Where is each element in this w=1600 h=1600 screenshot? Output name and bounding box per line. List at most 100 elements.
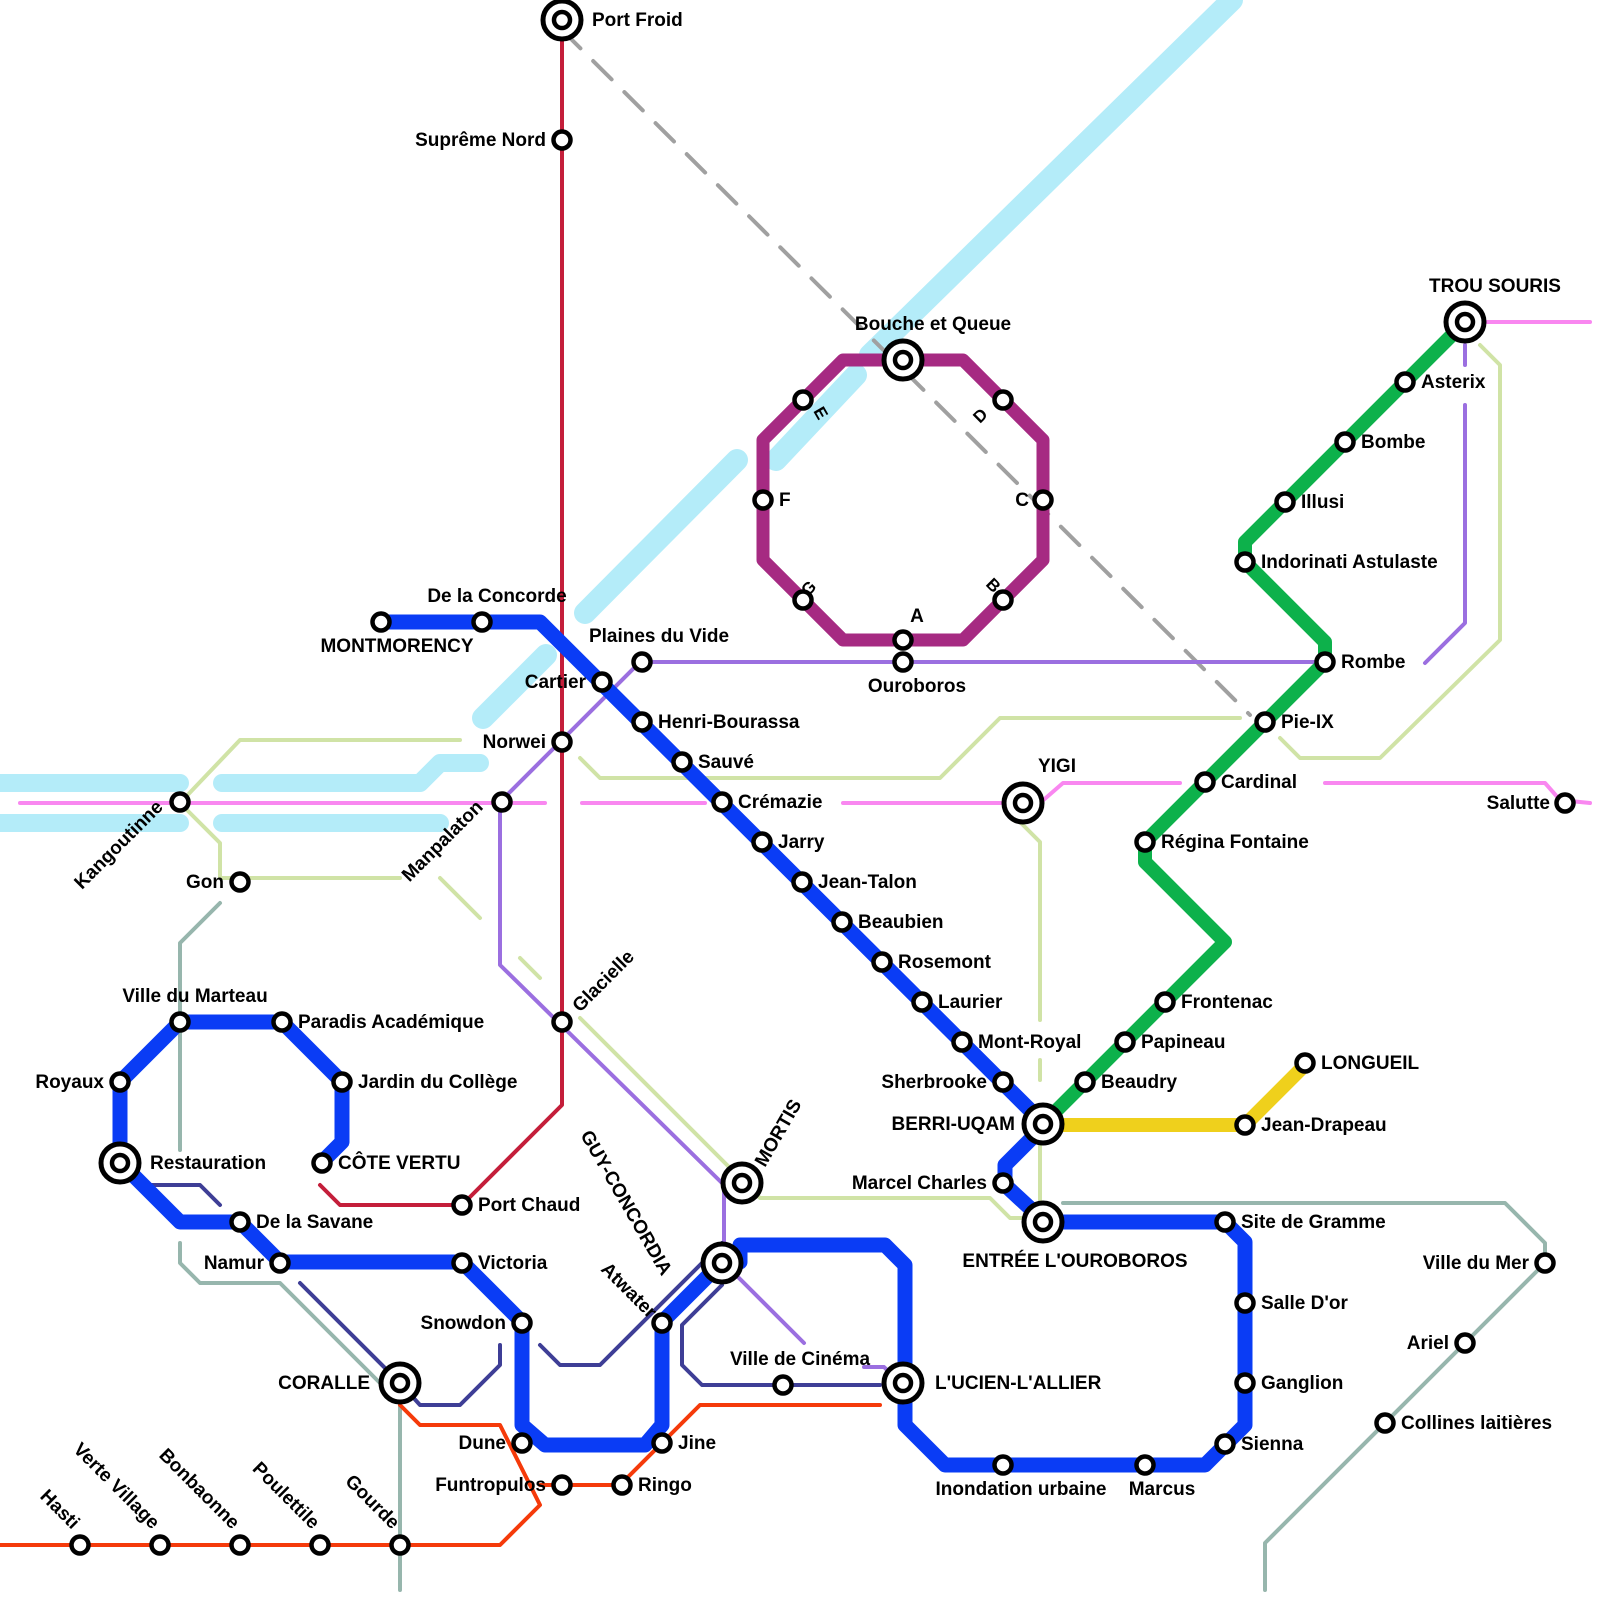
station-victoria[interactable] xyxy=(451,1252,473,1274)
station-illusi[interactable] xyxy=(1274,491,1296,513)
station-longueil[interactable] xyxy=(1294,1052,1316,1074)
purple-line-east-b xyxy=(1423,403,1467,665)
station-port-froid[interactable] xyxy=(540,0,584,42)
station-coralle[interactable] xyxy=(378,1361,422,1405)
station-indorinati[interactable] xyxy=(1234,551,1256,573)
station-bouche-et-queue[interactable] xyxy=(881,338,925,382)
station-regina[interactable] xyxy=(1134,831,1156,853)
station-hasti[interactable] xyxy=(69,1534,91,1556)
station-kangoutinne[interactable] xyxy=(169,791,191,813)
station-royaux[interactable] xyxy=(109,1071,131,1093)
station-atwater[interactable] xyxy=(651,1312,673,1334)
station-jean-talon[interactable] xyxy=(791,871,813,893)
station-asterix[interactable] xyxy=(1394,371,1416,393)
station-de-la-concorde[interactable] xyxy=(471,611,493,633)
station-ring-c[interactable] xyxy=(1032,489,1054,511)
station-cardinal[interactable] xyxy=(1194,771,1216,793)
station-ariel[interactable] xyxy=(1454,1332,1476,1354)
station-ring-g[interactable] xyxy=(792,589,814,611)
station-bombe[interactable] xyxy=(1334,431,1356,453)
station-dune[interactable] xyxy=(511,1432,533,1454)
station-yigi[interactable] xyxy=(1001,781,1045,825)
station-glacielle[interactable] xyxy=(551,1011,573,1033)
station-salle-dor[interactable] xyxy=(1234,1292,1256,1314)
station-funtropulos[interactable] xyxy=(551,1474,573,1496)
station-collines[interactable] xyxy=(1374,1412,1396,1434)
station-mortis[interactable] xyxy=(720,1161,764,1205)
station-site-de-gramme[interactable] xyxy=(1214,1211,1236,1233)
station-lucien-lallier[interactable] xyxy=(881,1361,925,1405)
stations-layer xyxy=(69,0,1576,1556)
label-cremazie: Crémazie xyxy=(738,792,823,813)
station-ring-b[interactable] xyxy=(992,589,1014,611)
station-cremazie[interactable] xyxy=(711,791,733,813)
station-rosemont[interactable] xyxy=(871,951,893,973)
station-poulettile[interactable] xyxy=(309,1534,331,1556)
station-ring-d[interactable] xyxy=(992,389,1014,411)
station-berri-uqam[interactable] xyxy=(1021,1102,1065,1146)
label-guy-concordia: GUY-CONCORDIA xyxy=(576,1127,676,1279)
station-port-chaud[interactable] xyxy=(451,1194,473,1216)
station-gourde[interactable] xyxy=(389,1534,411,1556)
station-bonbaonne[interactable] xyxy=(229,1534,251,1556)
station-verte-village[interactable] xyxy=(149,1534,171,1556)
station-ville-du-marteau[interactable] xyxy=(169,1011,191,1033)
station-norwei[interactable] xyxy=(551,731,573,753)
label-frontenac: Frontenac xyxy=(1181,992,1273,1013)
station-ring-a[interactable] xyxy=(892,629,914,651)
station-pie-ix[interactable] xyxy=(1254,711,1276,733)
station-inondation[interactable] xyxy=(992,1454,1014,1476)
station-jarry[interactable] xyxy=(751,831,773,853)
lime-line-diag-c xyxy=(578,1016,1042,1220)
station-entree-ouroboros[interactable] xyxy=(1021,1200,1065,1244)
station-cartier[interactable] xyxy=(591,671,613,693)
grey-teal-line-coralle xyxy=(178,1241,402,1592)
label-sherbrooke: Sherbrooke xyxy=(881,1072,987,1093)
station-cote-vertu[interactable] xyxy=(311,1152,333,1174)
station-de-la-savane[interactable] xyxy=(229,1211,251,1233)
station-beaudry[interactable] xyxy=(1074,1071,1096,1093)
station-rombe[interactable] xyxy=(1314,651,1336,673)
label-papineau: Papineau xyxy=(1141,1032,1225,1053)
station-jardin[interactable] xyxy=(331,1071,353,1093)
station-marcel-charles[interactable] xyxy=(992,1172,1014,1194)
label-berri-uqam: BERRI-UQAM xyxy=(892,1114,1016,1135)
station-papineau[interactable] xyxy=(1114,1031,1136,1053)
station-ring-e[interactable] xyxy=(792,389,814,411)
station-manpalaton[interactable] xyxy=(491,791,513,813)
station-sherbrooke[interactable] xyxy=(992,1071,1014,1093)
station-ring-f[interactable] xyxy=(752,489,774,511)
station-ville-de-cinema[interactable] xyxy=(772,1374,794,1396)
station-plaines-du-vide[interactable] xyxy=(631,651,653,673)
station-guy-concordia[interactable] xyxy=(700,1241,744,1285)
station-montmorency[interactable] xyxy=(370,611,392,633)
station-mont-royal[interactable] xyxy=(951,1031,973,1053)
station-laurier[interactable] xyxy=(911,991,933,1013)
station-sienna[interactable] xyxy=(1214,1433,1236,1455)
label-mont-royal: Mont-Royal xyxy=(978,1032,1081,1053)
station-namur[interactable] xyxy=(269,1252,291,1274)
station-snowdon[interactable] xyxy=(511,1312,533,1334)
station-gon[interactable] xyxy=(229,871,251,893)
station-paradis[interactable] xyxy=(271,1011,293,1033)
label-funtropulos: Funtropulos xyxy=(435,1475,546,1496)
station-ville-du-mer[interactable] xyxy=(1534,1252,1556,1274)
station-beaubien[interactable] xyxy=(831,911,853,933)
station-jine[interactable] xyxy=(651,1432,673,1454)
station-henri-bourassa[interactable] xyxy=(631,711,653,733)
station-ganglion[interactable] xyxy=(1234,1372,1256,1394)
station-marcus[interactable] xyxy=(1134,1454,1156,1476)
label-henri-bourassa: Henri-Bourassa xyxy=(658,712,800,733)
station-jean-drapeau[interactable] xyxy=(1234,1114,1256,1136)
station-ringo[interactable] xyxy=(611,1474,633,1496)
station-sauve[interactable] xyxy=(671,751,693,773)
station-ouroboros[interactable] xyxy=(892,651,914,673)
station-restauration[interactable] xyxy=(98,1141,142,1185)
station-trou-souris[interactable] xyxy=(1443,300,1487,344)
label-lucien-lallier: L'UCIEN-L'ALLIER xyxy=(935,1373,1102,1394)
station-frontenac[interactable] xyxy=(1154,991,1176,1013)
station-salutte[interactable] xyxy=(1554,792,1576,814)
label-asterix: Asterix xyxy=(1421,372,1486,393)
station-supreme-nord[interactable] xyxy=(551,129,573,151)
